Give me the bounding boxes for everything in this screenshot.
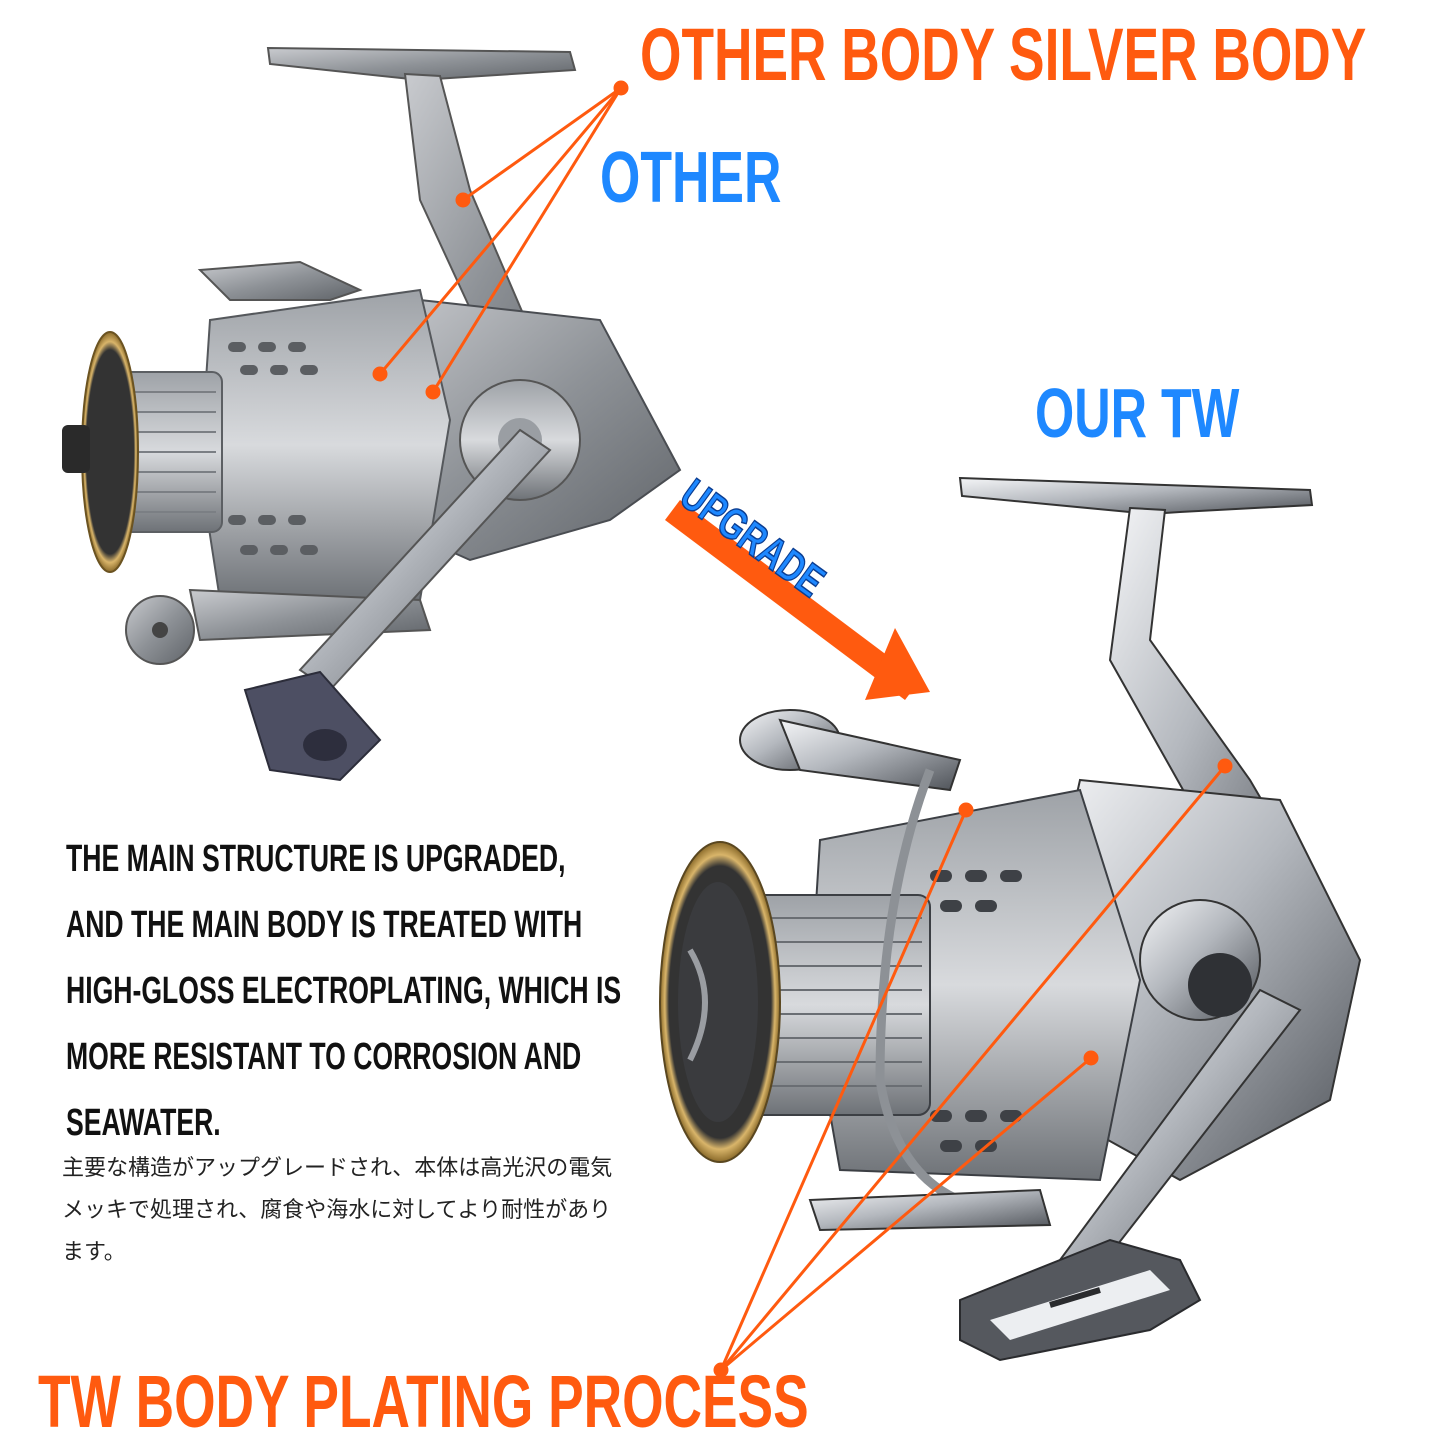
label-our-tw: OUR TW xyxy=(1035,374,1240,452)
pointer-lines-top xyxy=(372,80,629,400)
pointer-lines-bottom xyxy=(713,758,1233,1378)
description-english: THE MAIN STRUCTURE IS UPGRADED, AND THE … xyxy=(66,838,622,1144)
headline-bottom: TW BODY PLATING PROCESS xyxy=(38,1360,809,1443)
headline-top: OTHER BODY SILVER BODY xyxy=(640,13,1367,96)
label-other: OTHER xyxy=(600,138,782,218)
reel-other-image xyxy=(62,46,682,782)
description-japanese: 主要な構造がアップグレードされ、本体は高光沢の電気メッキで処理され、腐食や海水に… xyxy=(62,1156,613,1265)
reel-ourtw-image xyxy=(659,476,1362,1362)
upgrade-arrow xyxy=(665,500,930,700)
